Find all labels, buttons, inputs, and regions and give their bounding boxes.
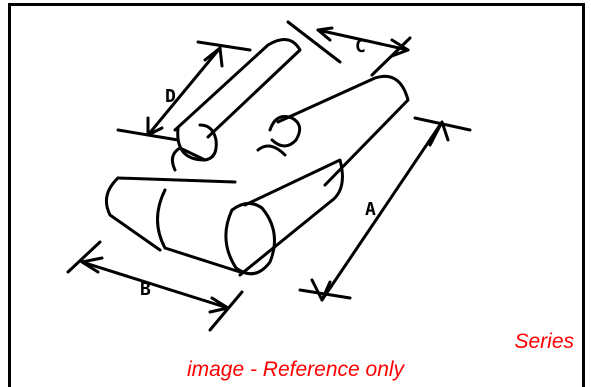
dimension-d: [116, 40, 252, 142]
image-frame: [8, 3, 585, 387]
dimension-label-c: C: [355, 36, 366, 57]
cylinder-back-top: [173, 38, 302, 162]
cylinder-middle-top: [268, 74, 410, 187]
cylinder-front-right: [224, 158, 344, 277]
dimension-label-d: D: [165, 86, 176, 107]
dimension-c: [286, 20, 412, 77]
caption-reference: image - Reference only: [186, 358, 405, 381]
cylinder-front-left: [104, 176, 242, 274]
dimension-b: [66, 240, 244, 332]
dimension-label-b: B: [140, 279, 151, 300]
dimension-label-a: A: [365, 199, 376, 220]
caption-series: Series: [514, 330, 574, 353]
cylinder-saddle: [170, 144, 287, 172]
dimension-a: [298, 116, 472, 302]
